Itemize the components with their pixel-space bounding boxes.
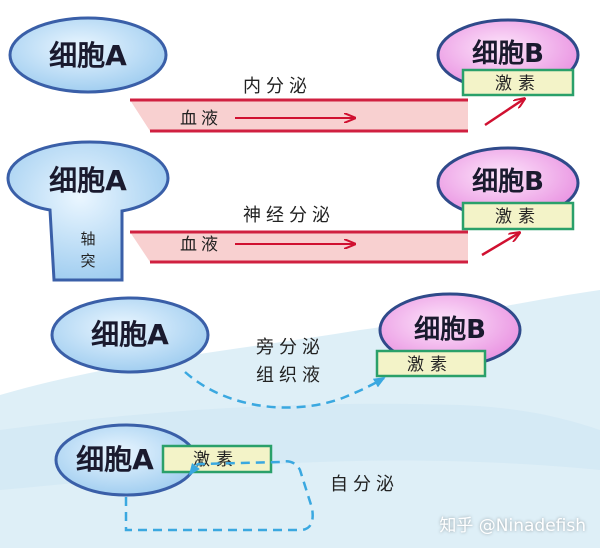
- hormone-receptor: [375, 349, 487, 378]
- axon-label-char-2: 突: [80, 252, 95, 270]
- cell-b-label: 细胞B: [472, 166, 544, 197]
- diffusion-arrow: [184, 371, 386, 409]
- watermark: 知乎 @Ninadefish: [439, 516, 586, 536]
- cell-a-label: 细胞A: [91, 318, 169, 351]
- axon-label-char-1: 轴: [80, 230, 95, 248]
- vessel-label: 血液: [180, 235, 222, 255]
- cell-a-label: 细胞A: [76, 443, 154, 476]
- delivery-arrow: [481, 233, 519, 257]
- medium-label: 组织液: [256, 365, 325, 386]
- blood-vessel: [130, 98, 468, 133]
- mode-label: 神经分泌: [243, 205, 335, 226]
- hormone-receptor: [461, 201, 575, 231]
- hormone-label: 激素: [495, 74, 541, 94]
- paracrine-row: 细胞A 细胞B 激素 旁分泌 组织液: [50, 292, 522, 409]
- hormone-receptor: [161, 444, 273, 474]
- self-loop-arrow: [124, 460, 314, 532]
- hormone-label: 激素: [407, 355, 453, 375]
- vessel-label: 血液: [180, 109, 222, 129]
- cell-b-label: 细胞B: [414, 314, 486, 345]
- cell-a-label: 细胞A: [49, 164, 127, 197]
- blood-vessel: [130, 230, 468, 264]
- mode-label: 内分泌: [243, 76, 312, 97]
- mode-label: 自分泌: [330, 474, 399, 495]
- neuron-cell-a: [6, 140, 170, 282]
- cell-a: [50, 296, 210, 374]
- cell-a: [8, 16, 168, 94]
- mode-label: 旁分泌: [256, 337, 325, 358]
- cell-b-label: 细胞B: [472, 38, 544, 69]
- autocrine-row: 细胞A 激素 自分泌: [54, 423, 399, 532]
- cell-a-label: 细胞A: [49, 39, 127, 72]
- endocrine-row: 血液 内分泌 细胞A 细胞B 激素: [8, 16, 580, 133]
- hormone-label: 激素: [495, 207, 541, 227]
- neuroendocrine-row: 血液 神经分泌 细胞A 轴 突 细胞B 激素: [6, 140, 580, 282]
- delivery-arrow: [484, 99, 524, 127]
- hormone-receptor: [461, 68, 575, 97]
- hormone-label: 激素: [193, 450, 239, 470]
